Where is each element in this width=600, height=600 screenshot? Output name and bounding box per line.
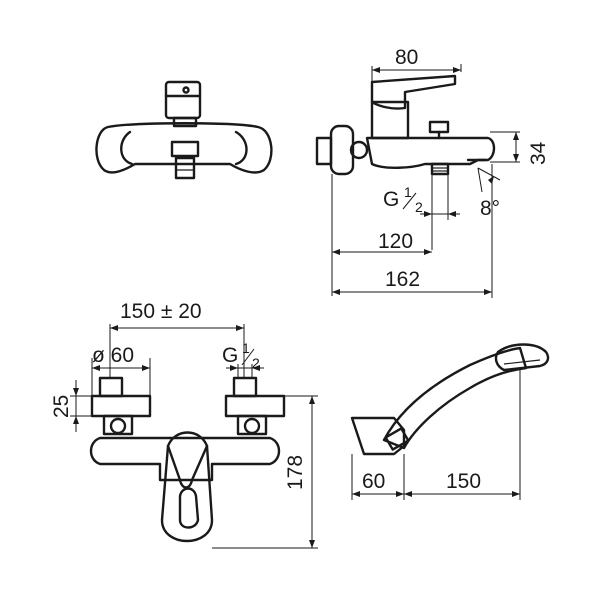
dim-front-thread-label: G [222, 344, 238, 367]
dim-25-label: 25 [50, 395, 73, 418]
shower-head [494, 343, 550, 372]
front-body-inner [120, 130, 248, 166]
side-lever [370, 74, 457, 110]
top-front-view [95, 80, 273, 180]
front-body-outline [95, 122, 273, 174]
front-lever-dot [182, 86, 190, 94]
dim-thread-num: 1 [404, 184, 412, 200]
dim-178-label: 178 [284, 455, 307, 490]
side-eccentric [329, 124, 355, 176]
shower-connector [384, 427, 410, 451]
dim-front-thread-den: 2 [252, 355, 260, 371]
dim-diameter-label: ø 60 [92, 344, 134, 367]
dim-angle-label: 8° [480, 197, 500, 220]
side-outlet [430, 162, 450, 176]
front-outlet [174, 156, 196, 180]
mixer-lever-slot [178, 487, 200, 529]
shower-dimensions: 60 150 [351, 370, 521, 500]
right-eccentric-nut [232, 376, 258, 398]
dim-120-label: 120 [378, 230, 413, 253]
side-lever-base [370, 100, 410, 140]
side-diverter-knob [428, 120, 450, 134]
right-eccentric-flange [224, 394, 286, 418]
dim-34-label: 34 [527, 141, 550, 165]
left-eccentric-flange [90, 394, 152, 418]
dim-center-distance-label: 150 ± 20 [120, 300, 202, 323]
front-dimensions: 150 ± 20 ø 60 G 1 2 25 178 [50, 300, 318, 549]
side-connector [349, 140, 369, 160]
front-lever [164, 80, 202, 120]
mixer-body [89, 436, 281, 482]
shower-handle [382, 346, 528, 450]
bottom-front-view [89, 376, 286, 543]
dim-holder-label: 60 [362, 470, 385, 493]
mixer-lever [160, 431, 214, 543]
front-diverter [170, 140, 200, 158]
side-dimensions: 80 34 8° G 1 2 120 162 [331, 46, 550, 298]
front-lever-neck [172, 116, 198, 128]
dim-front-thread-num: 1 [242, 340, 250, 356]
dim-162-label: 162 [385, 268, 420, 291]
dim-80-label: 80 [395, 46, 418, 69]
side-wall-nut [315, 136, 333, 166]
top-side-view [315, 74, 496, 176]
dim-thread-den: 2 [415, 199, 423, 215]
dim-thread-label: G [383, 188, 399, 211]
dim-shower-length-label: 150 [446, 470, 481, 493]
hand-shower-view [350, 343, 550, 456]
left-eccentric-nut [98, 376, 124, 398]
side-body [365, 136, 496, 169]
